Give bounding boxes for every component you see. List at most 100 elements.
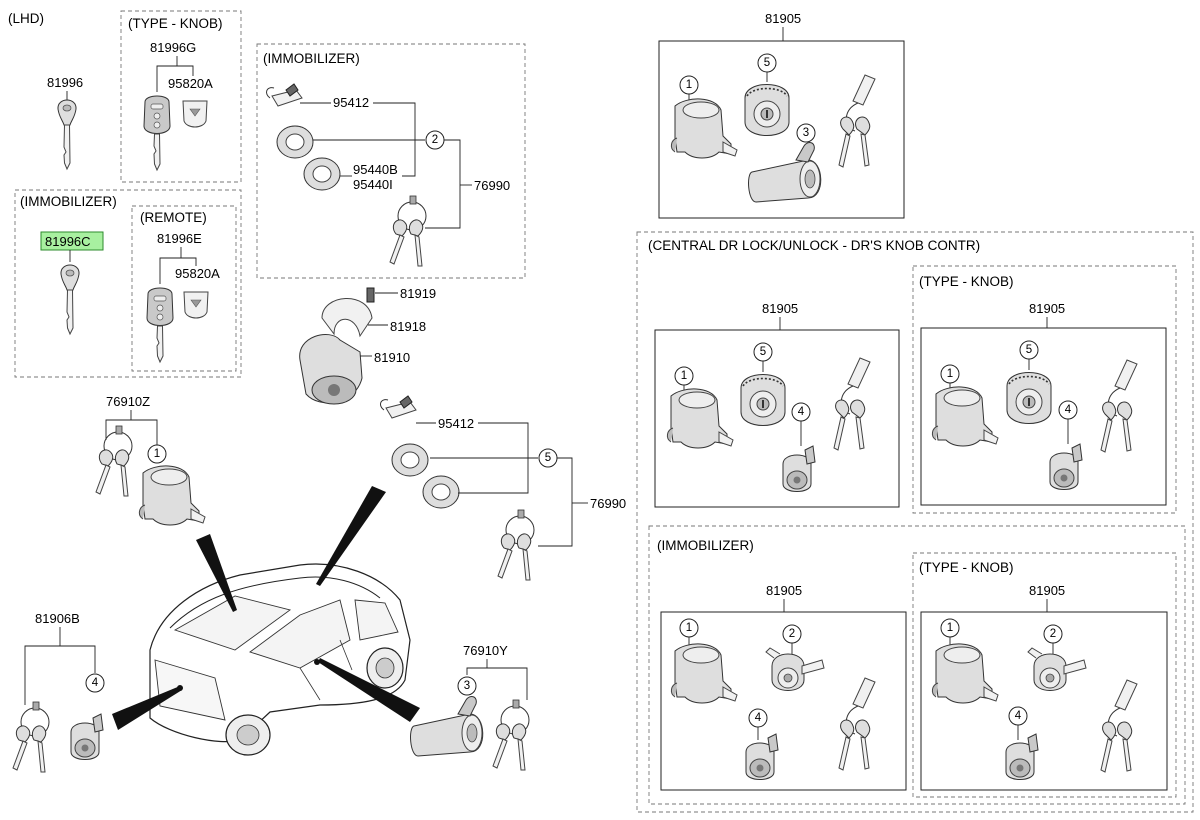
bubble-5-a: 5 [764, 57, 770, 69]
kit-81905-box-e [920, 611, 1168, 791]
part-81996E-label: 81996E [157, 231, 202, 246]
cylinder-4-e-icon [1005, 733, 1039, 780]
cylinder-2-d-icon [765, 647, 825, 691]
part-81905-label-e: 81905 [1029, 583, 1065, 598]
cylinder-1-d-icon [670, 643, 738, 704]
part-81905-label-c: 81905 [1029, 301, 1065, 316]
part-81996C-label[interactable]: 81996C [45, 234, 91, 249]
cylinder-5-b-icon [740, 373, 786, 427]
antenna-coil-95412-b-icon [380, 395, 417, 419]
tailgate-cylinder-icon [70, 713, 104, 760]
key-81996C-icon [60, 264, 80, 335]
part-76990-label-a: 76990 [474, 178, 510, 193]
part-76910Y-label: 76910Y [463, 643, 508, 658]
leader-ignition [316, 486, 386, 586]
bubble-4-81906B-text: 4 [92, 677, 99, 689]
immobilizer-label-left: (IMMOBILIZER) [20, 194, 117, 209]
part-81906B-label: 81906B [35, 611, 80, 626]
type-knob-label-c: (TYPE - KNOB) [919, 274, 1014, 289]
cylinder-4-b-icon [782, 445, 816, 492]
part-76910Z-label: 76910Z [106, 394, 150, 409]
type-knob-box-c [912, 265, 1177, 514]
remote-cover-knob-icon [182, 100, 208, 128]
immobilizer-box-top [256, 43, 526, 279]
door-cylinder-76910Y-icon [410, 696, 484, 757]
cylinder-1-b-icon [666, 388, 734, 449]
bubble-4-e: 4 [1015, 710, 1022, 722]
cylinder-3-a-icon [748, 142, 822, 203]
door-cylinder-76910Z-icon [138, 465, 206, 526]
part-95820A-label-a: 95820A [168, 76, 213, 91]
bubble-1-76910Z-text: 1 [154, 448, 160, 460]
part-95412-label-a: 95412 [333, 95, 369, 110]
kit-81905-box-a [658, 40, 905, 219]
part-76990-label-b: 76990 [590, 496, 626, 511]
part-95412-label-b: 95412 [438, 416, 474, 431]
bubble-4-81906B [85, 673, 105, 693]
cylinder-2-e-icon [1027, 647, 1087, 691]
remote-cover-icon [183, 291, 209, 319]
keys-tag-b-icon [833, 357, 871, 451]
part-95440I-label: 95440I [353, 177, 393, 192]
bubble-2-d: 2 [789, 628, 795, 640]
leader-76910Y [318, 658, 420, 722]
part-95440B-label: 95440B [353, 162, 398, 177]
part-81996C-highlight[interactable] [40, 231, 104, 251]
immobilizer-box-left [14, 189, 242, 378]
type-knob-label: (TYPE - KNOB) [128, 16, 223, 31]
bubble-1-b: 1 [681, 370, 687, 382]
vehicle-icon [149, 563, 411, 756]
fob-tag-e-icon [1100, 679, 1138, 773]
ignition-ring-b-icon [422, 475, 460, 509]
remote-box [131, 205, 237, 372]
type-knob-box [120, 10, 242, 183]
antenna-coil-95412-icon [266, 83, 303, 107]
part-81905-label-d: 81905 [766, 583, 802, 598]
door-keys-76910Y-icon [492, 699, 530, 771]
bubble-5-mid-text: 5 [545, 452, 551, 464]
lhd-label: (LHD) [8, 11, 44, 26]
ignition-keys-icon [497, 509, 535, 581]
part-81996G-label: 81996G [150, 40, 196, 55]
cylinder-4-d-icon [745, 733, 779, 780]
bubble-4-c: 4 [1065, 404, 1072, 416]
immobilizer-box-d [648, 525, 1186, 805]
bubble-3-a: 3 [803, 127, 809, 139]
leader-76910Z [196, 534, 237, 612]
immobilizer-ring-b-icon [303, 157, 341, 191]
cylinder-5-a-icon [744, 83, 790, 137]
part-81918-label: 81918 [390, 319, 426, 334]
bubble-2-e: 2 [1050, 628, 1056, 640]
cylinder-1-e-icon [931, 643, 999, 704]
bubble-4-d: 4 [755, 712, 762, 724]
cylinder-1-c-icon [931, 386, 999, 447]
kit-81905-box-b [654, 329, 900, 508]
immobilizer-keys-icon [389, 195, 427, 267]
screw-81919-icon [366, 287, 375, 303]
bubble-5-c: 5 [1026, 344, 1032, 356]
immobilizer-label-top: (IMMOBILIZER) [263, 51, 360, 66]
part-81910-label: 81910 [374, 350, 410, 365]
cylinder-5-c-icon [1006, 371, 1052, 425]
part-81905-label-a: 81905 [765, 11, 801, 26]
bubble-5-b: 5 [760, 346, 766, 358]
remote-label: (REMOTE) [140, 210, 207, 225]
ignition-ring-icon [391, 443, 429, 477]
central-lock-box [636, 231, 1194, 813]
cylinder-4-c-icon [1049, 443, 1083, 490]
leader-81906B [112, 686, 182, 730]
keys-tag-d-icon [838, 677, 876, 771]
remote-fob-icon [146, 287, 174, 363]
bubble-1-a: 1 [686, 79, 692, 91]
type-knob-box-e [912, 552, 1177, 798]
part-95820A-label-b: 95820A [175, 266, 220, 281]
part-81905-label-b: 81905 [762, 301, 798, 316]
tailgate-keys-icon [12, 701, 50, 773]
part-81919-label: 81919 [400, 286, 436, 301]
type-knob-label-e: (TYPE - KNOB) [919, 560, 1014, 575]
bubble-4-b: 4 [798, 406, 805, 418]
part-81996-label: 81996 [47, 75, 83, 90]
remote-fob-knob-icon [143, 95, 171, 171]
key-81996-icon [57, 99, 77, 170]
